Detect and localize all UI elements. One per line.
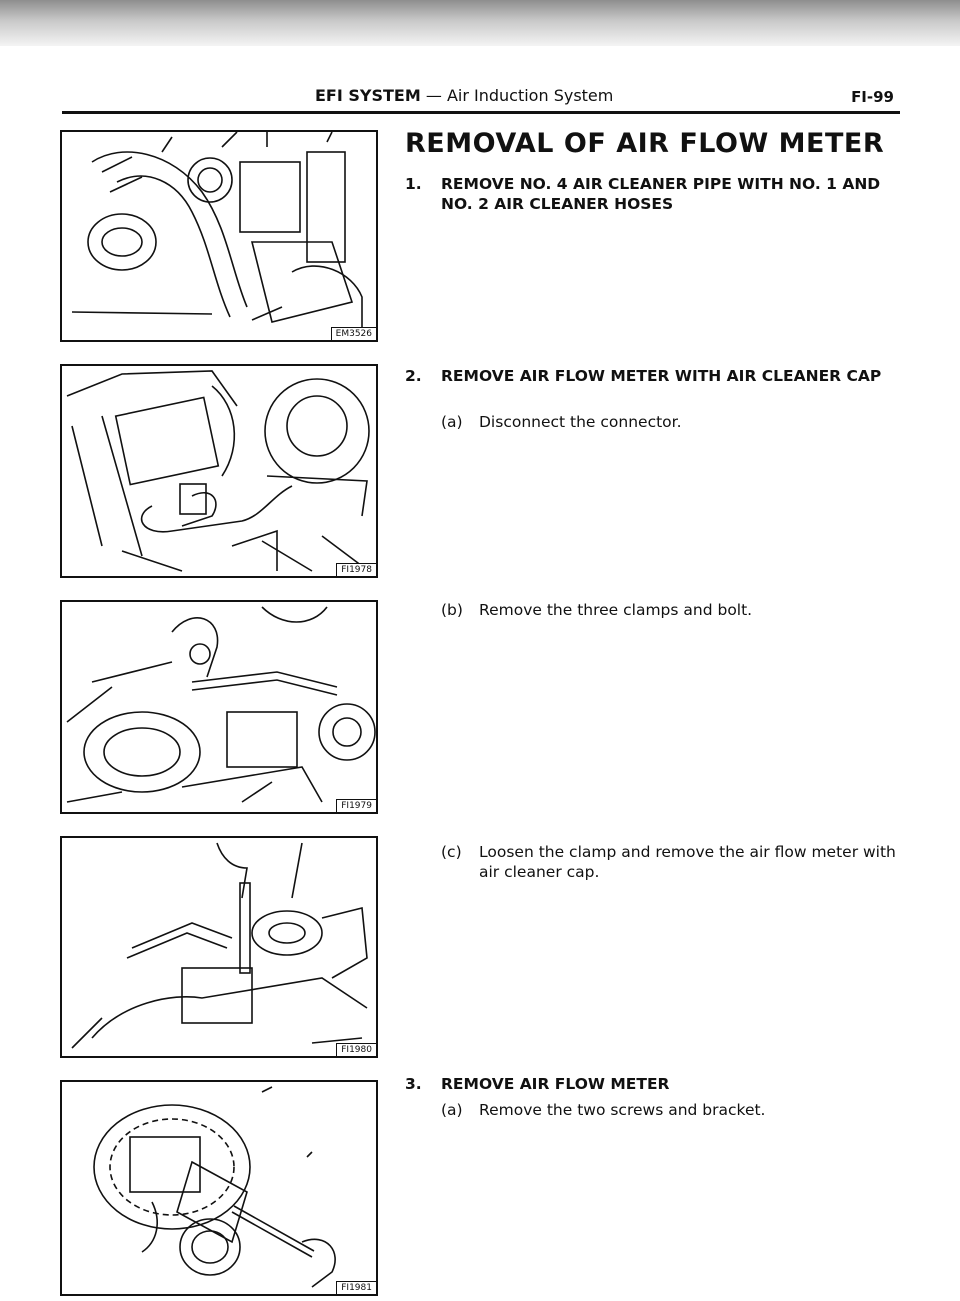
engine-illustration-4 [71,842,368,1049]
substep-text: Disconnect the connector. [479,413,682,431]
section-title: REMOVAL OF AIR FLOW METER [405,128,885,159]
step-text: REMOVE NO. 4 AIR CLEANER PIPE WITH NO. 1… [441,175,881,213]
meter-illustration-5 [93,1086,336,1288]
step-text: REMOVE AIR FLOW METER WITH AIR CLEANER C… [441,367,882,385]
page-header: EFI SYSTEM — Air Induction System FI-99 [62,84,900,114]
figure-clamps-bolt: FI1979 [60,600,378,814]
substep-letter: (c) [441,843,462,861]
header-subsection: — Air Induction System [420,86,614,105]
substep-text: Loosen the clamp and remove the air flow… [479,843,896,881]
step-text: REMOVE AIR FLOW METER [441,1075,670,1093]
figure-connector: FI1978 [60,364,378,578]
substep-letter: (a) [441,413,463,431]
scan-edge-shadow [0,0,960,46]
header-title: EFI SYSTEM — Air Induction System [315,86,613,105]
figure-code: FI1979 [336,799,376,812]
figure-air-cleaner-pipe: EM3526 [60,130,378,342]
figure-code: FI1981 [336,1281,376,1294]
figure-code: FI1978 [336,563,376,576]
engine-illustration-3 [66,606,376,803]
engine-illustration-1 [71,132,363,332]
step-number: 1. [405,175,422,193]
header-section: EFI SYSTEM [315,86,421,105]
substep-text: Remove the three clamps and bolt. [479,601,753,619]
step-number: 2. [405,367,422,385]
page-number: FI-99 [851,88,894,106]
step-number: 3. [405,1075,422,1093]
figure-air-flow-meter-cap: FI1980 [60,836,378,1058]
engine-illustration-2 [66,370,370,572]
substep-letter: (b) [441,601,463,619]
figure-code: FI1980 [336,1043,376,1056]
substep-letter: (a) [441,1101,463,1119]
figure-code: EM3526 [330,327,376,340]
figure-screws-bracket: FI1981 [60,1080,378,1296]
substep-text: Remove the two screws and bracket. [479,1101,766,1119]
header-rule [62,111,900,114]
